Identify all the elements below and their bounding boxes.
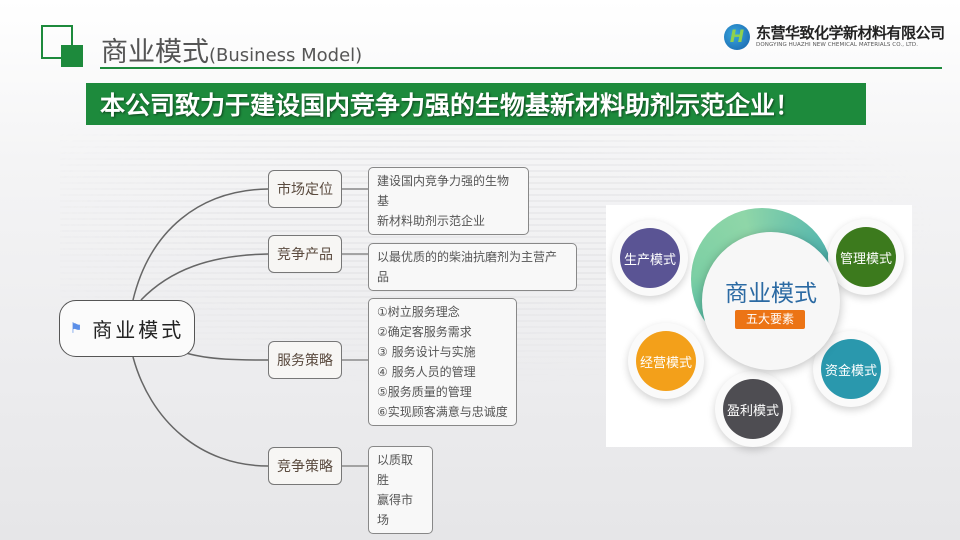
leaf-line: 以最优质的的柴油抗磨剂为主营产品 — [377, 250, 558, 284]
branch-competitive-product[interactable]: 竞争产品 — [268, 235, 342, 273]
page-title: 商业模式(Business Model) — [101, 30, 362, 69]
leaf-line: 新材料助剂示范企业 — [377, 214, 486, 228]
page-title-en: (Business Model) — [209, 45, 363, 66]
leaf-line: ③ 服务设计与实施 — [377, 345, 476, 359]
element-profit-circle: 盈利模式 — [723, 379, 783, 439]
flag-icon: ⚑ — [69, 320, 83, 337]
diagram-center-title: 商业模式 — [725, 281, 817, 307]
company-name-en: DONGYING HUAZHI NEW CHEMICAL MATERIALS C… — [756, 42, 919, 48]
mindmap-root-label: 商业模式 — [92, 318, 185, 342]
company-logo-icon: H — [724, 24, 750, 50]
connector-product — [140, 253, 269, 301]
connector-market — [132, 188, 269, 301]
leaf-competitive-product[interactable]: 以最优质的的柴油抗磨剂为主营产品 — [368, 243, 577, 291]
diagram-center: 商业模式 五大要素 — [702, 232, 840, 370]
diagram-center-badge: 五大要素 — [735, 310, 805, 329]
leaf-line: ⑤服务质量的管理 — [377, 385, 472, 399]
branch-service-strategy[interactable]: 服务策略 — [268, 341, 342, 379]
element-capital: 资金模式 — [813, 331, 889, 407]
header-square-outline-icon — [41, 25, 73, 59]
element-operation: 经营模式 — [628, 323, 704, 399]
element-production: 生产模式 — [612, 220, 688, 296]
title-divider — [100, 67, 942, 69]
leaf-line: ①树立服务理念 — [377, 305, 460, 319]
leaf-service-strategy[interactable]: ①树立服务理念 ②确定客服务需求 ③ 服务设计与实施 ④ 服务人员的管理 ⑤服务… — [368, 298, 517, 426]
leaf-competitive-strategy[interactable]: 以质取胜 赢得市场 — [368, 446, 433, 534]
slogan-banner: 本公司致力于建设国内竞争力强的生物基新材料助剂示范企业！ — [86, 83, 866, 125]
element-production-circle: 生产模式 — [620, 228, 680, 288]
branch-competitive-strategy[interactable]: 竞争策略 — [268, 447, 342, 485]
leaf-line: 以质取胜 — [377, 453, 414, 487]
leaf-line: ②确定客服务需求 — [377, 325, 472, 339]
connector-strategy — [132, 356, 269, 467]
leaf-line: ⑥实现顾客满意与忠诚度 — [377, 405, 508, 419]
leaf-line: ④ 服务人员的管理 — [377, 365, 476, 379]
leaf-line: 赢得市场 — [377, 493, 414, 527]
element-profit: 盈利模式 — [715, 371, 791, 447]
page-title-cn: 商业模式 — [101, 37, 209, 68]
company-logo: H 东营华致化学新材料有限公司 DONGYING HUAZHI NEW CHEM… — [724, 24, 945, 50]
leaf-line: 建设国内竞争力强的生物基 — [377, 174, 510, 208]
branch-market-positioning[interactable]: 市场定位 — [268, 170, 342, 208]
connector-service — [185, 352, 269, 361]
company-name-cn: 东营华致化学新材料有限公司 — [756, 24, 945, 42]
element-management: 管理模式 — [828, 219, 904, 295]
element-capital-circle: 资金模式 — [821, 339, 881, 399]
header-square-filled-icon — [61, 45, 83, 67]
mindmap-root-node[interactable]: ⚑ 商业模式 — [59, 300, 195, 357]
element-operation-circle: 经营模式 — [636, 331, 696, 391]
leaf-market-positioning[interactable]: 建设国内竞争力强的生物基 新材料助剂示范企业 — [368, 167, 529, 235]
business-model-diagram: 生产模式 管理模式 经营模式 资金模式 盈利模式 商业模式 五大要素 — [606, 205, 912, 447]
element-management-circle: 管理模式 — [836, 227, 896, 287]
